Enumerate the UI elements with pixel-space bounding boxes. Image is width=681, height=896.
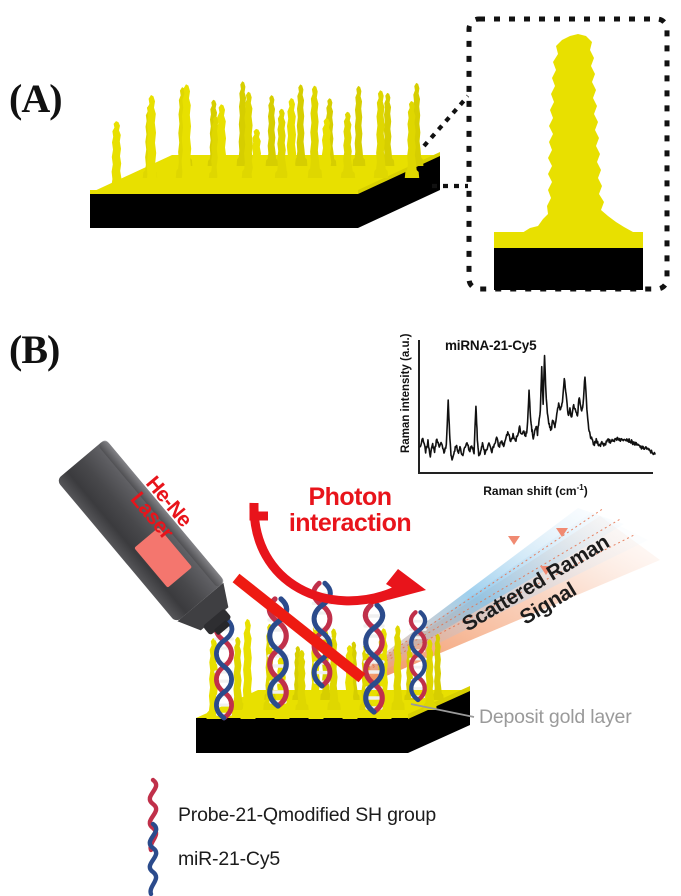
spectrum-axes	[418, 340, 656, 474]
inset-connector	[422, 94, 470, 189]
photon-line-1: Photon	[308, 483, 392, 511]
laser-beam	[232, 573, 366, 683]
gold-layer-leader-line	[410, 703, 475, 718]
magnified-nanopillar	[498, 34, 640, 245]
x-axis-label-exponent: -1	[576, 483, 584, 492]
blue-squiggle-icon	[147, 821, 159, 896]
spectrum-trace	[419, 354, 656, 461]
he-ne-laser	[58, 440, 366, 683]
substrate-slab-a	[90, 152, 440, 228]
panel-a-illustration	[90, 16, 670, 292]
photon-arrow-tail	[369, 584, 402, 605]
dna-helix	[411, 612, 426, 700]
inset-content	[494, 34, 643, 290]
scatter-arrow-markers	[508, 528, 568, 575]
deposit-gold-layer-label: Deposit gold layer	[479, 706, 632, 728]
x-axis-label-base: Raman shift (cm	[483, 484, 577, 498]
panel-label-a: (A)	[9, 76, 63, 121]
spectrum-x-axis-label: Raman shift (cm-1)	[418, 483, 653, 498]
panel-label-b: (B)	[9, 327, 60, 372]
photon-line-2: interaction	[288, 508, 412, 537]
legend-item-mir: miR-21-Cy5	[140, 821, 281, 896]
spectrum-y-axis-label: Raman intensity (a.u.)	[400, 333, 412, 454]
photon-interaction-arrow	[249, 502, 395, 606]
raman-spectrum-plot: miRNA-21-Cy5 Raman intensity (a.u.) Rama…	[387, 333, 659, 502]
laser-button	[134, 528, 192, 587]
legend-item-probe: Probe-21-Qmodified SH group	[140, 777, 436, 853]
legend-label-mir: miR-21-Cy5	[178, 847, 281, 870]
x-axis-label-tail: )	[583, 484, 588, 498]
spectrum-title: miRNA-21-Cy5	[445, 338, 537, 353]
legend-label-probe: Probe-21-Qmodified SH group	[178, 803, 436, 826]
red-squiggle-icon	[147, 777, 159, 853]
photon-interaction-label: Photon interaction	[265, 483, 435, 537]
